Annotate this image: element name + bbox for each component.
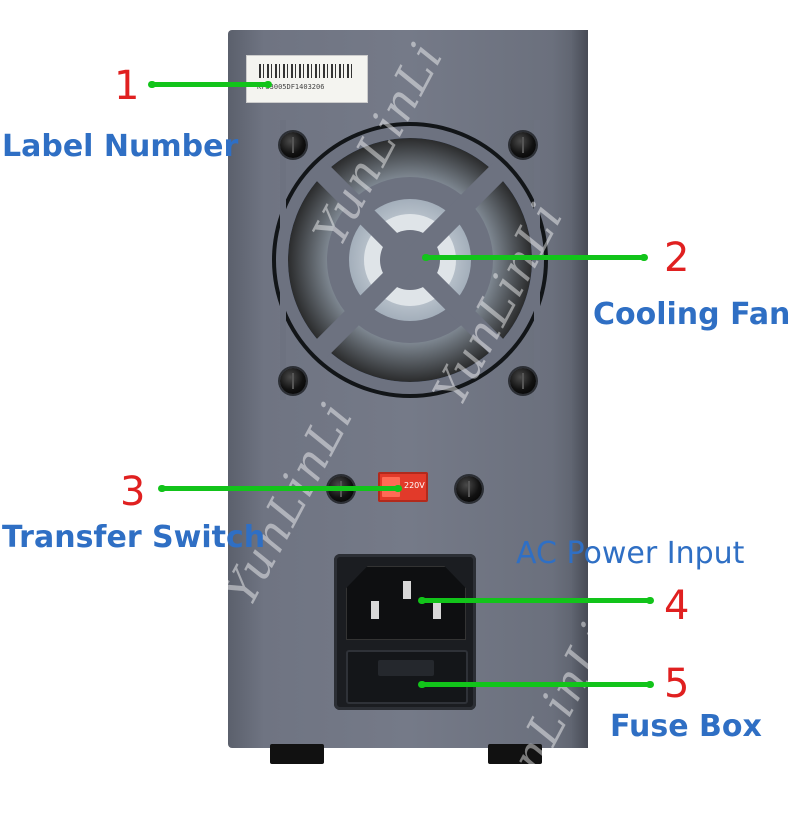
callout-leader-3 — [158, 485, 402, 492]
right-foot — [488, 744, 542, 764]
fan-screw-bottom-right — [510, 368, 536, 394]
pin-neutral — [433, 601, 441, 619]
pin-line — [371, 601, 379, 619]
callout-number-5: 5 — [664, 661, 690, 707]
ac-power-socket[interactable] — [346, 566, 466, 640]
fan-grille — [272, 120, 548, 400]
panel-right-edge — [572, 30, 588, 748]
fuse-drawer-tab — [378, 660, 434, 676]
callout-label-3: Transfer Switch — [2, 520, 266, 555]
switch-screw-right — [456, 476, 482, 502]
callout-leader-2 — [422, 254, 648, 261]
callout-label-2: Cooling Fan — [593, 297, 791, 332]
callout-number-3: 3 — [120, 469, 146, 515]
callout-leader-5 — [418, 681, 654, 688]
sticker-serial: KPS3005DF1403206 — [257, 83, 325, 91]
callout-number-2: 2 — [664, 235, 690, 281]
pin-earth — [403, 581, 411, 599]
callout-number-1: 1 — [114, 63, 140, 109]
label-sticker: KPS3005DF1403206 — [246, 55, 368, 103]
fan-screw-top-left — [280, 132, 306, 158]
callout-label-1: Label Number — [2, 129, 239, 164]
fan-screw-top-right — [510, 132, 536, 158]
callout-leader-4 — [418, 597, 654, 604]
switch-voltage-text: 220V — [404, 481, 425, 490]
callout-label-4: AC Power Input — [516, 536, 745, 571]
callout-number-4: 4 — [664, 583, 690, 629]
fuse-drawer[interactable] — [346, 650, 468, 704]
barcode — [259, 64, 355, 78]
callout-label-5: Fuse Box — [610, 709, 762, 744]
left-foot — [270, 744, 324, 764]
callout-leader-1 — [148, 81, 272, 88]
fan-screw-bottom-left — [280, 368, 306, 394]
